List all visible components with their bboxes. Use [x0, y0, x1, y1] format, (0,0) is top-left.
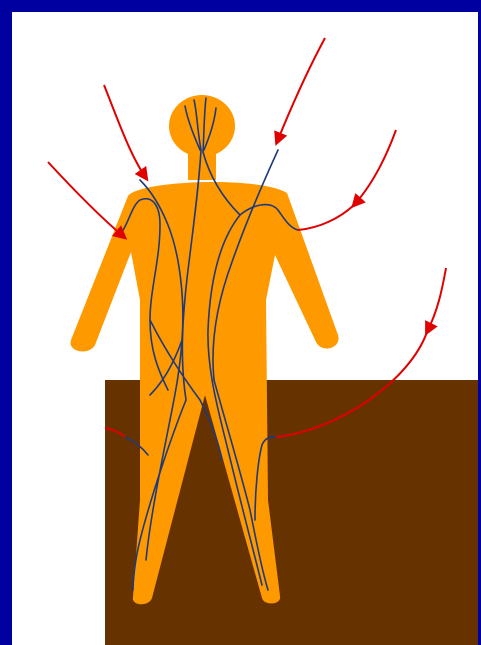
arrow-right-lower [427, 268, 446, 332]
arrow-top-right [277, 38, 325, 142]
arrow-right-shoulder-out [298, 205, 354, 230]
arrow-neck [104, 85, 146, 178]
arrow-right-shoulder [354, 130, 396, 205]
arrow-left-shoulder [48, 162, 124, 237]
figure-head [169, 95, 235, 157]
